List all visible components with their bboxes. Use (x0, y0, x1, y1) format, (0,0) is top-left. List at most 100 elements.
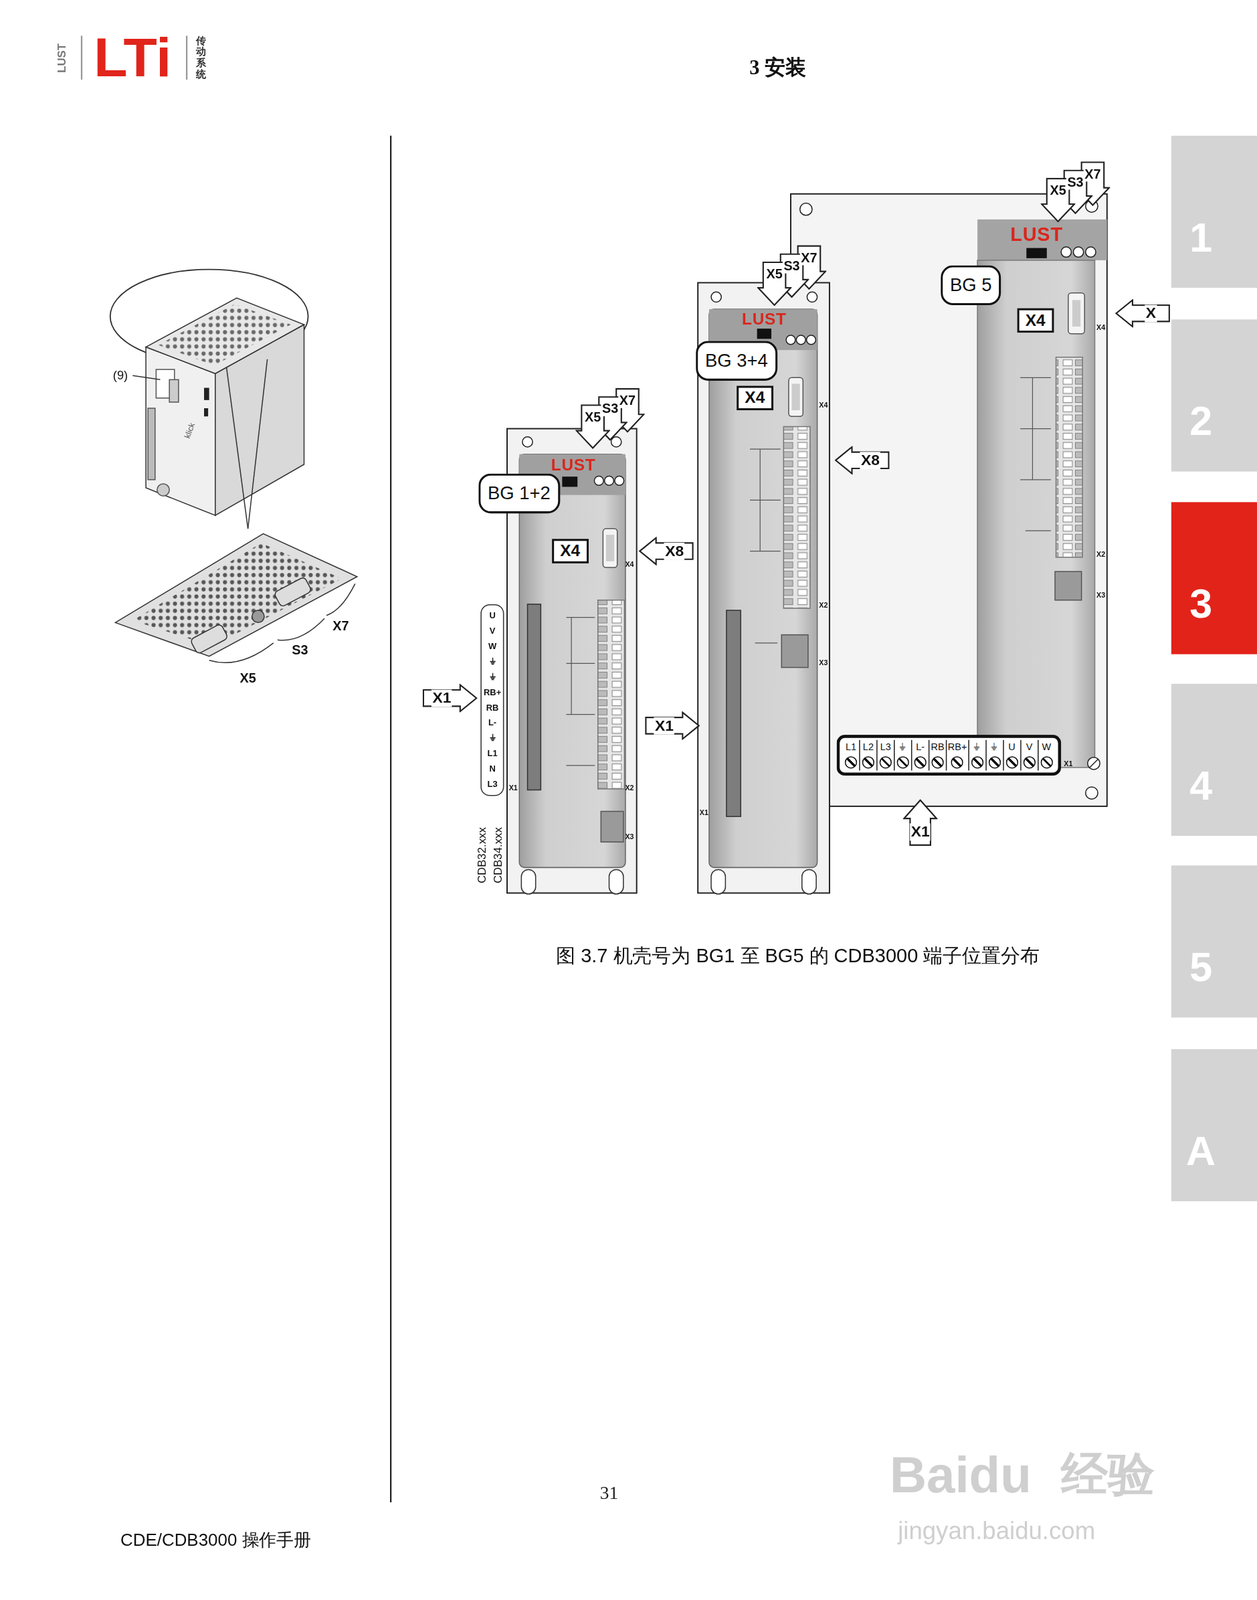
terminal-cell: ⏚ (895, 739, 913, 771)
terminal-cell: L3 (877, 739, 896, 771)
terminal-label: X1 (431, 689, 453, 707)
terminal-label-holder: X2 (624, 784, 634, 792)
connector-label: X7 (332, 617, 349, 633)
terminal-label-holder: X2 (1096, 550, 1106, 558)
logo-text: LTi (93, 25, 172, 89)
terminal-label: S3 (600, 402, 619, 417)
terminal-name: RB (931, 739, 945, 754)
brand-holder: LUST (551, 456, 597, 475)
terminal-label: X2 (624, 784, 634, 792)
terminal-label: X5 (583, 410, 602, 425)
callout-number-holder: (9) (113, 368, 128, 383)
connector-label-holder: X7 (332, 617, 349, 633)
terminal-name: W (488, 638, 497, 655)
power-terminal-block: L1L2L3⏚L-RBRB+⏚⏚UVW (836, 734, 1061, 776)
connector-callout: X4 (551, 538, 589, 564)
terminal-name: L2 (862, 739, 874, 754)
terminal-label: CDB34.xxx (491, 826, 504, 884)
terminal-cell: L1 (842, 739, 861, 771)
logo-subtitle: 传动系统 (196, 34, 207, 80)
terminal-name: V (489, 623, 496, 639)
screw-symbol (844, 755, 857, 768)
terminal-cell: RB (929, 739, 947, 771)
screw-symbol (897, 755, 910, 768)
terminal-label-holder: X4 (624, 560, 634, 568)
size-callout: BG 1+2 (478, 473, 560, 514)
page-heading-holder: 3 安装 (749, 53, 806, 81)
connector-callout: X4 (1017, 308, 1054, 334)
logo-text-holder: LTi (93, 25, 172, 89)
callout-number: (9) (113, 368, 128, 383)
terminal-cell: RB+ (946, 739, 969, 771)
screw-symbol (914, 755, 927, 768)
terminal-cell: W (1038, 739, 1055, 771)
terminal-label: X7 (800, 250, 819, 266)
chapter-number: 3 (1189, 581, 1213, 628)
tab-holder: 2 (1189, 398, 1213, 445)
connector-label: X5 (239, 669, 256, 686)
terminal-label: X8 (859, 451, 881, 469)
figure-caption-holder: 图 3.7 机壳号为 BG1 至 BG5 的 CDB3000 端子位置分布 (555, 942, 1040, 970)
brand-holder: LUST (741, 310, 787, 329)
terminal-name: RB (486, 699, 500, 716)
connector-name: X4 (559, 541, 580, 560)
drive-housing: LUST X4 (977, 219, 1108, 776)
terminal-label: X1 (509, 784, 518, 792)
terminal-label-holder: X1 (909, 822, 931, 840)
terminal-label: X8 (664, 542, 686, 560)
terminal-name: L3 (880, 739, 892, 754)
terminal-label: CDB32.xxx (475, 826, 488, 884)
terminal-name: L1 (845, 739, 857, 754)
screw-symbol (1005, 755, 1018, 768)
terminal-label-holder: X1 (699, 808, 709, 817)
terminal-label: S3 (782, 258, 801, 274)
brand-holder: LUST (1010, 223, 1063, 247)
terminal-name: ⏚ (990, 739, 999, 754)
terminal-name: U (489, 608, 496, 624)
terminal-label-holder: X1 (653, 717, 675, 734)
terminal-label-holder: S3 (600, 402, 619, 417)
chapter-tab: 2 (1171, 319, 1257, 471)
connector-label-holder: X5 (239, 669, 256, 686)
terminal-label: X5 (765, 266, 784, 282)
terminal-label: X2 (1096, 550, 1106, 558)
screw-symbol (951, 755, 964, 768)
logo-subtitle-holder: 传动系统 (196, 34, 207, 80)
terminal-label-holder: X4 (1096, 323, 1106, 332)
terminal-name: RB+ (483, 684, 502, 700)
terminal-label-holder: X (1144, 305, 1157, 322)
terminal-label: X3 (1096, 591, 1106, 599)
tab-holder: 3 (1189, 581, 1213, 628)
tab-holder: 4 (1189, 762, 1213, 809)
switch-label-holder: S3 (291, 642, 308, 658)
terminal-label: X1 (699, 808, 709, 817)
chapter-tab: 3 (1171, 501, 1257, 654)
switch-label: S3 (291, 642, 308, 658)
page-number-holder: 31 (600, 1481, 619, 1504)
screw-symbol (971, 755, 984, 768)
terminal-name: ⏚ (973, 739, 981, 754)
terminal-name: ⏚ (489, 654, 496, 670)
terminal-label-holder: X3 (624, 832, 634, 841)
chapter-tab: 5 (1171, 864, 1257, 1017)
connector-name: X4 (744, 388, 765, 407)
screw-symbol (931, 755, 944, 768)
terminal-name: W (1042, 739, 1052, 754)
chapter-number: 1 (1189, 214, 1213, 261)
brand-logo: LUST (741, 310, 787, 329)
terminal-label: X1 (909, 822, 931, 840)
screw-symbol (988, 755, 1001, 768)
terminal-label: X3 (818, 658, 828, 666)
footer-text-holder: CDE/CDB3000 操作手册 (120, 1527, 312, 1552)
terminal-name: L3 (487, 776, 498, 793)
terminal-name: ⏚ (899, 739, 907, 754)
terminal-label-holder: X1 (509, 784, 518, 792)
watermark-holder: jingyan.baidu.com (897, 1515, 1096, 1545)
terminal-name: N (489, 761, 496, 777)
chapter-number: A (1186, 1127, 1216, 1175)
terminal-label: X1 (653, 717, 675, 734)
figure-caption: 图 3.7 机壳号为 BG1 至 BG5 的 CDB3000 端子位置分布 (555, 942, 1040, 970)
page-heading: 3 安装 (749, 53, 806, 81)
brand-logo: LUST (551, 456, 597, 475)
